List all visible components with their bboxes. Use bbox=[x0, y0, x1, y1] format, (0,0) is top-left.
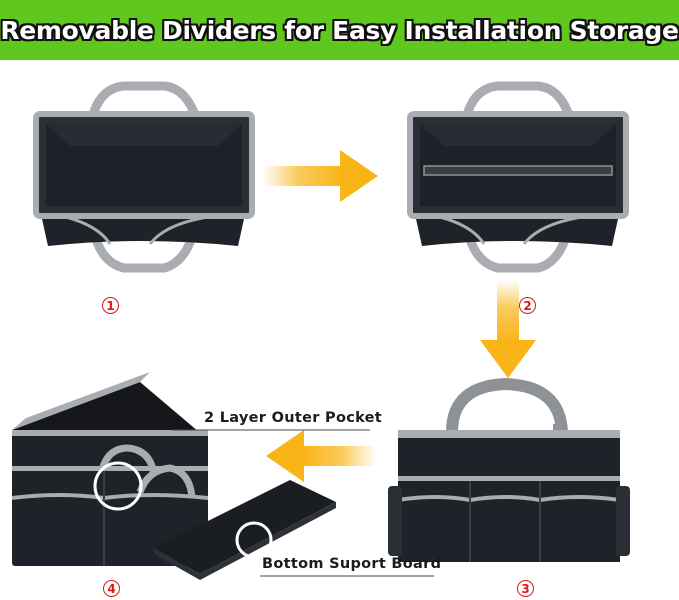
bag-exploded-view bbox=[11, 372, 209, 566]
arrow-right bbox=[262, 150, 378, 202]
pocket-highlight-circle bbox=[93, 461, 143, 511]
step-badge-2: 2 bbox=[519, 297, 536, 314]
title-banner: Removable Dividers for Easy Installation… bbox=[0, 0, 679, 60]
banner-title: Removable Dividers for Easy Installation… bbox=[0, 15, 679, 45]
outer-pocket-label: 2 Layer Outer Pocket bbox=[204, 410, 383, 426]
arrow-down bbox=[480, 280, 536, 378]
step-badge-3: 3 bbox=[517, 580, 534, 597]
bag-top-view-with-divider bbox=[407, 81, 629, 273]
step-badge-4: 4 bbox=[103, 580, 120, 597]
step-badge-1: 1 bbox=[102, 297, 119, 314]
bag-top-view-empty bbox=[33, 81, 255, 273]
bottom-support-board bbox=[154, 480, 336, 580]
board-highlight-circle bbox=[235, 521, 273, 559]
bag-assembled-side-view bbox=[388, 377, 630, 562]
arrow-left bbox=[266, 430, 376, 482]
bottom-board-label: Bottom Suport Board bbox=[262, 556, 442, 572]
